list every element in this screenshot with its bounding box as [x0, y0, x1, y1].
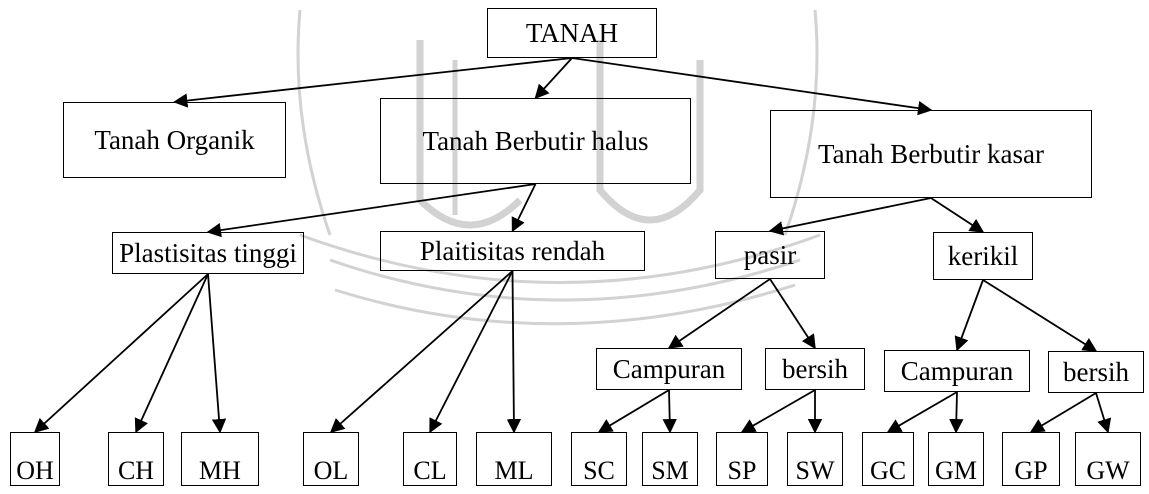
node-pasir: pasir — [715, 231, 825, 279]
leaf-ml: ML — [476, 432, 552, 486]
leaf-sw: SW — [787, 432, 843, 486]
leaf-gc: GC — [862, 432, 914, 486]
arrow-pasir_bersih-to-sp — [740, 389, 816, 433]
arrow-kerikil_campuran-to-gc — [886, 391, 958, 433]
leaf-oh: OH — [10, 432, 60, 486]
node-kerikil-campuran: Campuran — [884, 350, 1030, 392]
node-kerikil: kerikil — [933, 232, 1033, 280]
arrow-kerikil_bersih-to-gp — [1029, 392, 1097, 433]
leaf-sp: SP — [716, 432, 768, 486]
leaf-gm: GM — [928, 432, 984, 486]
arrow-rendah-to-cl — [429, 270, 514, 434]
arrow-kerikil-to-kerikil_bersih — [982, 279, 1098, 352]
node-plastisitas-tinggi: Plastisitas tinggi — [112, 232, 304, 274]
leaf-gp: GP — [1002, 432, 1060, 486]
arrow-kerikil_campuran-to-gm — [949, 391, 964, 434]
arrow-kasar-to-pasir — [768, 197, 932, 236]
leaf-ch: CH — [108, 432, 164, 486]
node-tanah-berbutir-halus: Tanah Berbutir halus — [380, 98, 691, 184]
node-tanah: TANAH — [487, 8, 657, 58]
node-pasir-bersih: bersih — [765, 348, 865, 390]
arrow-rendah-to-ml — [506, 270, 522, 434]
leaf-ol: OL — [303, 432, 359, 486]
node-tanah-berbutir-kasar: Tanah Berbutir kasar — [770, 110, 1092, 198]
arrow-pasir-to-pasir_bersih — [769, 278, 816, 350]
node-kerikil-bersih: bersih — [1048, 351, 1144, 393]
leaf-gw: GW — [1075, 432, 1141, 486]
arrow-kerikil_bersih-to-gw — [1095, 392, 1112, 434]
node-pasir-campuran: Campuran — [596, 348, 742, 390]
leaf-sm: SM — [642, 432, 698, 486]
leaf-sc: SC — [571, 432, 627, 486]
arrow-tinggi-to-oh — [33, 273, 209, 433]
arrow-halus-to-rendah — [511, 183, 537, 233]
arrow-tinggi-to-mh — [207, 273, 227, 434]
arrow-pasir_campuran-to-sm — [662, 389, 677, 434]
arrow-root-to-kasar — [571, 57, 933, 116]
arrow-pasir_campuran-to-sc — [597, 389, 670, 433]
arrow-tinggi-to-ch — [134, 273, 209, 434]
arrow-pasir-to-pasir_campuran — [667, 278, 771, 349]
arrow-kasar-to-kerikil — [930, 197, 985, 233]
arrow-root-to-halus — [534, 57, 573, 100]
leaf-cl: CL — [403, 432, 457, 486]
arrow-halus-to-tinggi — [206, 183, 536, 238]
arrow-root-to-organik — [173, 57, 573, 108]
arrow-kerikil-to-kerikil_campuran — [954, 279, 984, 352]
leaf-mh: MH — [181, 432, 259, 486]
node-plastisitas-rendah: Plaitisitas rendah — [380, 231, 645, 271]
node-tanah-organik: Tanah Organik — [63, 102, 286, 178]
arrow-rendah-to-ol — [329, 270, 514, 433]
